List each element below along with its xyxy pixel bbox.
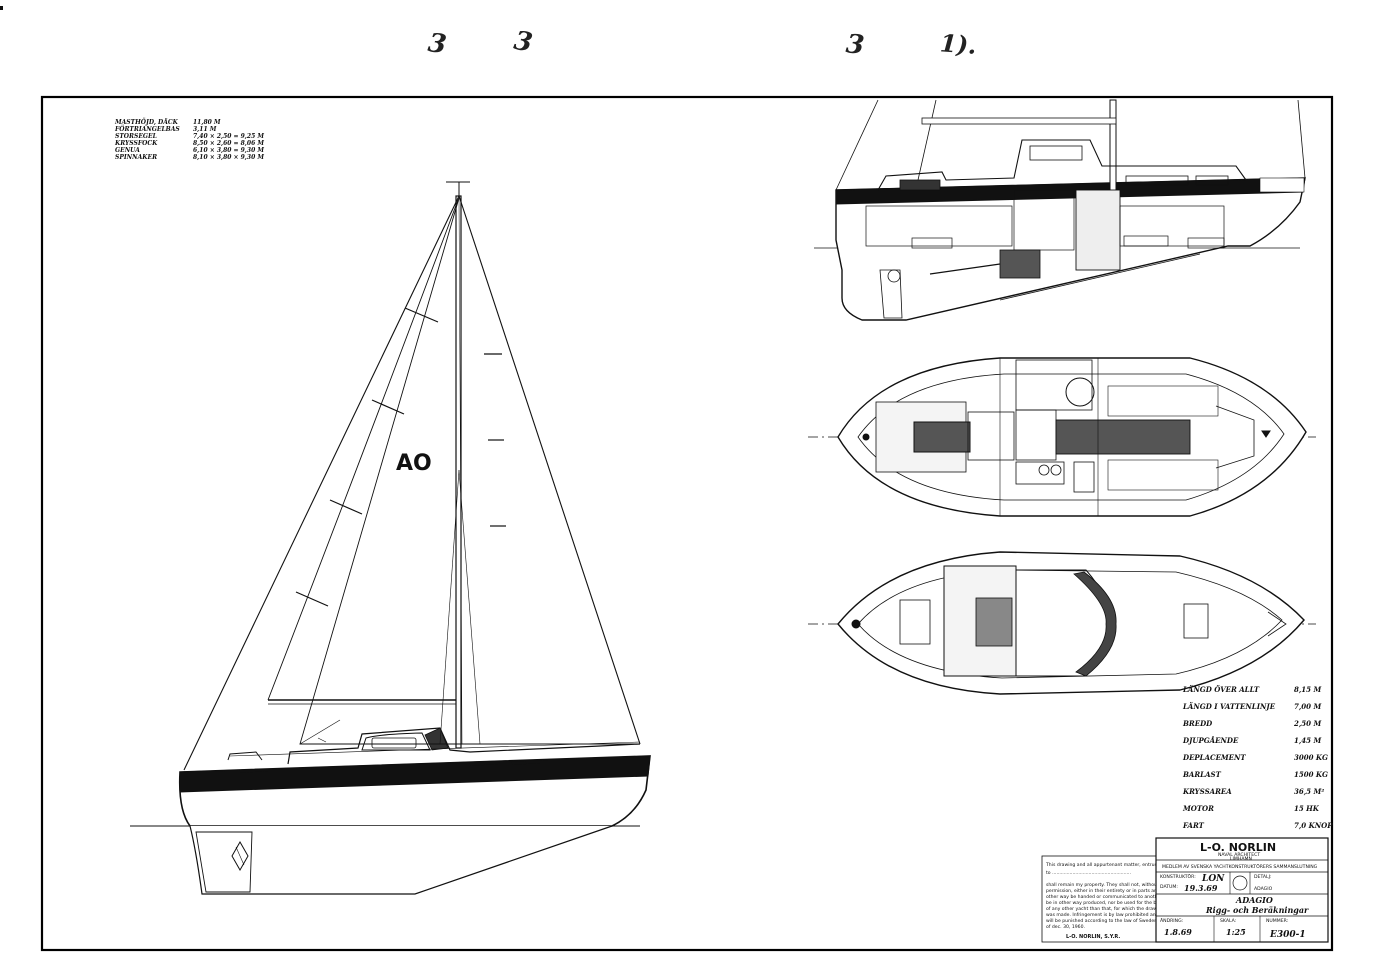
top-mark-1: 3	[426, 28, 448, 60]
deck-hull	[837, 551, 1305, 695]
drawing-date: 19.3.69	[1184, 883, 1218, 893]
label-scale: SKALA:	[1220, 918, 1237, 924]
project-name: ADAGIO	[1235, 895, 1273, 905]
rudder	[195, 831, 253, 893]
doghouse	[361, 732, 431, 751]
particular-label-6: KRYSSAREA	[1182, 787, 1232, 796]
firm-seal	[1232, 875, 1248, 891]
title-block: L-O. NORLIN NAVAL ARCHITECT LIMHAMN MEDL…	[1155, 837, 1329, 943]
spec-value-5: 8,10 × 3,80 × 9,30 M	[193, 154, 264, 161]
notice-line-7: was made. Infringement is by law prohibi…	[1046, 912, 1159, 918]
particular-value-0: 8,15 M	[1294, 685, 1321, 694]
spec-value-3: 8,50 × 2,60 = 8,06 M	[193, 140, 264, 147]
sail-plan: AO	[130, 181, 651, 895]
spray-hood	[424, 727, 449, 751]
notice-line-2: shall remain my property. They shall not…	[1046, 882, 1159, 888]
drawing-frame	[40, 95, 1334, 952]
top-mark-3: 3	[844, 29, 865, 61]
corner-mark	[0, 6, 3, 10]
particular-value-2: 2,50 M	[1293, 719, 1321, 728]
firm-city: LIMHAMN	[1230, 856, 1252, 862]
spec-label-1: FÖRTRIANGELBAS	[114, 126, 180, 133]
label-change: ÄNDRING:	[1160, 917, 1184, 924]
accommodation-plan	[808, 357, 1316, 517]
profile-hull	[835, 177, 1306, 321]
drawing-scale: 1:25	[1226, 927, 1246, 937]
spec-label-2: STORSEGEL	[115, 133, 157, 140]
keel-and-rudder	[189, 825, 613, 895]
spec-label-0: MASTHÖJD, DÄCK	[114, 119, 179, 126]
firm-name: L-O. NORLIN	[1200, 841, 1276, 854]
spec-value-2: 7,40 × 2,50 = 9,25 M	[193, 133, 264, 140]
particular-value-5: 1500 KG	[1294, 770, 1328, 779]
spec-label-4: GENUA	[115, 147, 140, 154]
forestay	[458, 195, 641, 745]
detail-value: ADAGIO	[1254, 886, 1273, 892]
label-date: DATUM:	[1160, 884, 1178, 890]
cabin-window	[371, 737, 417, 749]
particular-label-3: DJUPGÅENDE	[1182, 736, 1239, 745]
particular-value-7: 15 HK	[1294, 804, 1320, 813]
firm-membership: MEDLEM AV SVENSKA YACHTKONSTRUKTÖRERS SA…	[1162, 863, 1318, 870]
particular-label-5: BARLAST	[1182, 770, 1222, 779]
particular-label-7: MOTOR	[1182, 804, 1214, 813]
notice-line-3: permission, either in their entirety or …	[1046, 888, 1160, 894]
notice-line-8: will be punished according to the law of…	[1046, 918, 1157, 924]
particular-label-4: DEPLACEMENT	[1182, 753, 1246, 762]
interior-profile	[814, 99, 1306, 321]
backstay	[183, 195, 460, 771]
notice-line-9: of dec. 30, 1960.	[1046, 924, 1085, 930]
drawing-subject: Rigg- och Beräkningar	[1205, 905, 1309, 915]
genoa-battens	[484, 353, 506, 527]
deck-plan	[808, 551, 1316, 695]
change-date: 1.8.69	[1164, 927, 1192, 937]
particular-label-8: FART	[1182, 821, 1205, 830]
mast	[455, 195, 462, 749]
spec-value-4: 6,10 × 3,80 = 9,30 M	[193, 147, 264, 154]
particular-label-2: BREDD	[1182, 719, 1213, 728]
engine	[999, 249, 1041, 279]
spec-value-1: 3,11 M	[193, 126, 217, 133]
drawn-by: LON	[1201, 874, 1225, 884]
sheer-stripe	[179, 755, 651, 793]
sail-number: AO	[396, 451, 432, 476]
drawing-number: E300-1	[1269, 930, 1306, 940]
top-mark-4: 1).	[939, 28, 977, 59]
top-handwritten-marks: 3 3 3 1).	[426, 26, 977, 61]
pulpit-stern	[227, 751, 263, 761]
spec-label-3: KRYSSFOCK	[114, 140, 158, 147]
particulars-list: LÄNGD ÖVER ALLT 8,15 M LÄNGD I VATTENLIN…	[1182, 685, 1333, 830]
particular-value-6: 36,5 M²	[1294, 787, 1324, 796]
notice-line-1: to .....................................…	[1046, 870, 1131, 876]
particular-label-0: LÄNGD ÖVER ALLT	[1182, 685, 1260, 694]
particular-value-4: 3000 KG	[1294, 753, 1328, 762]
notice-line-0: This drawing and all appurtenant matter,…	[1045, 862, 1165, 868]
particular-label-1: LÄNGD I VATTENLINJE	[1182, 702, 1276, 711]
label-number: NUMMER:	[1266, 918, 1289, 924]
firm-role: NAVAL ARCHITECT	[1218, 852, 1260, 858]
notice-line-5: be in other way produced, nor be used fo…	[1046, 900, 1172, 906]
label-detail: DETALJ:	[1254, 874, 1272, 880]
notice-signature: L-O. NORLIN, S.Y.R.	[1066, 934, 1120, 940]
rig-spec-table: MASTHÖJD, DÄCK 11,80 M FÖRTRIANGELBAS 3,…	[114, 119, 264, 161]
label-drawn-by: KONSTRUKTÖR:	[1160, 873, 1196, 880]
genoa	[299, 197, 640, 745]
notice-line-4: other way be handed or communicated to a…	[1046, 894, 1169, 900]
top-mark-2: 3	[512, 26, 535, 59]
spec-label-5: SPINNAKER	[115, 154, 157, 161]
mainsail-leech	[267, 199, 459, 701]
propeller-aperture	[231, 840, 249, 872]
spec-value-0: 11,80 M	[193, 119, 221, 126]
copyright-notice: This drawing and all appurtenant matter,…	[1041, 855, 1172, 943]
particular-value-3: 1,45 M	[1294, 736, 1321, 745]
particular-value-1: 7,00 M	[1294, 702, 1321, 711]
notice-line-6: of any other yacht than that, for which …	[1046, 906, 1164, 912]
main-battens	[295, 307, 439, 607]
particular-value-8: 7,0 KNOP	[1294, 821, 1333, 830]
